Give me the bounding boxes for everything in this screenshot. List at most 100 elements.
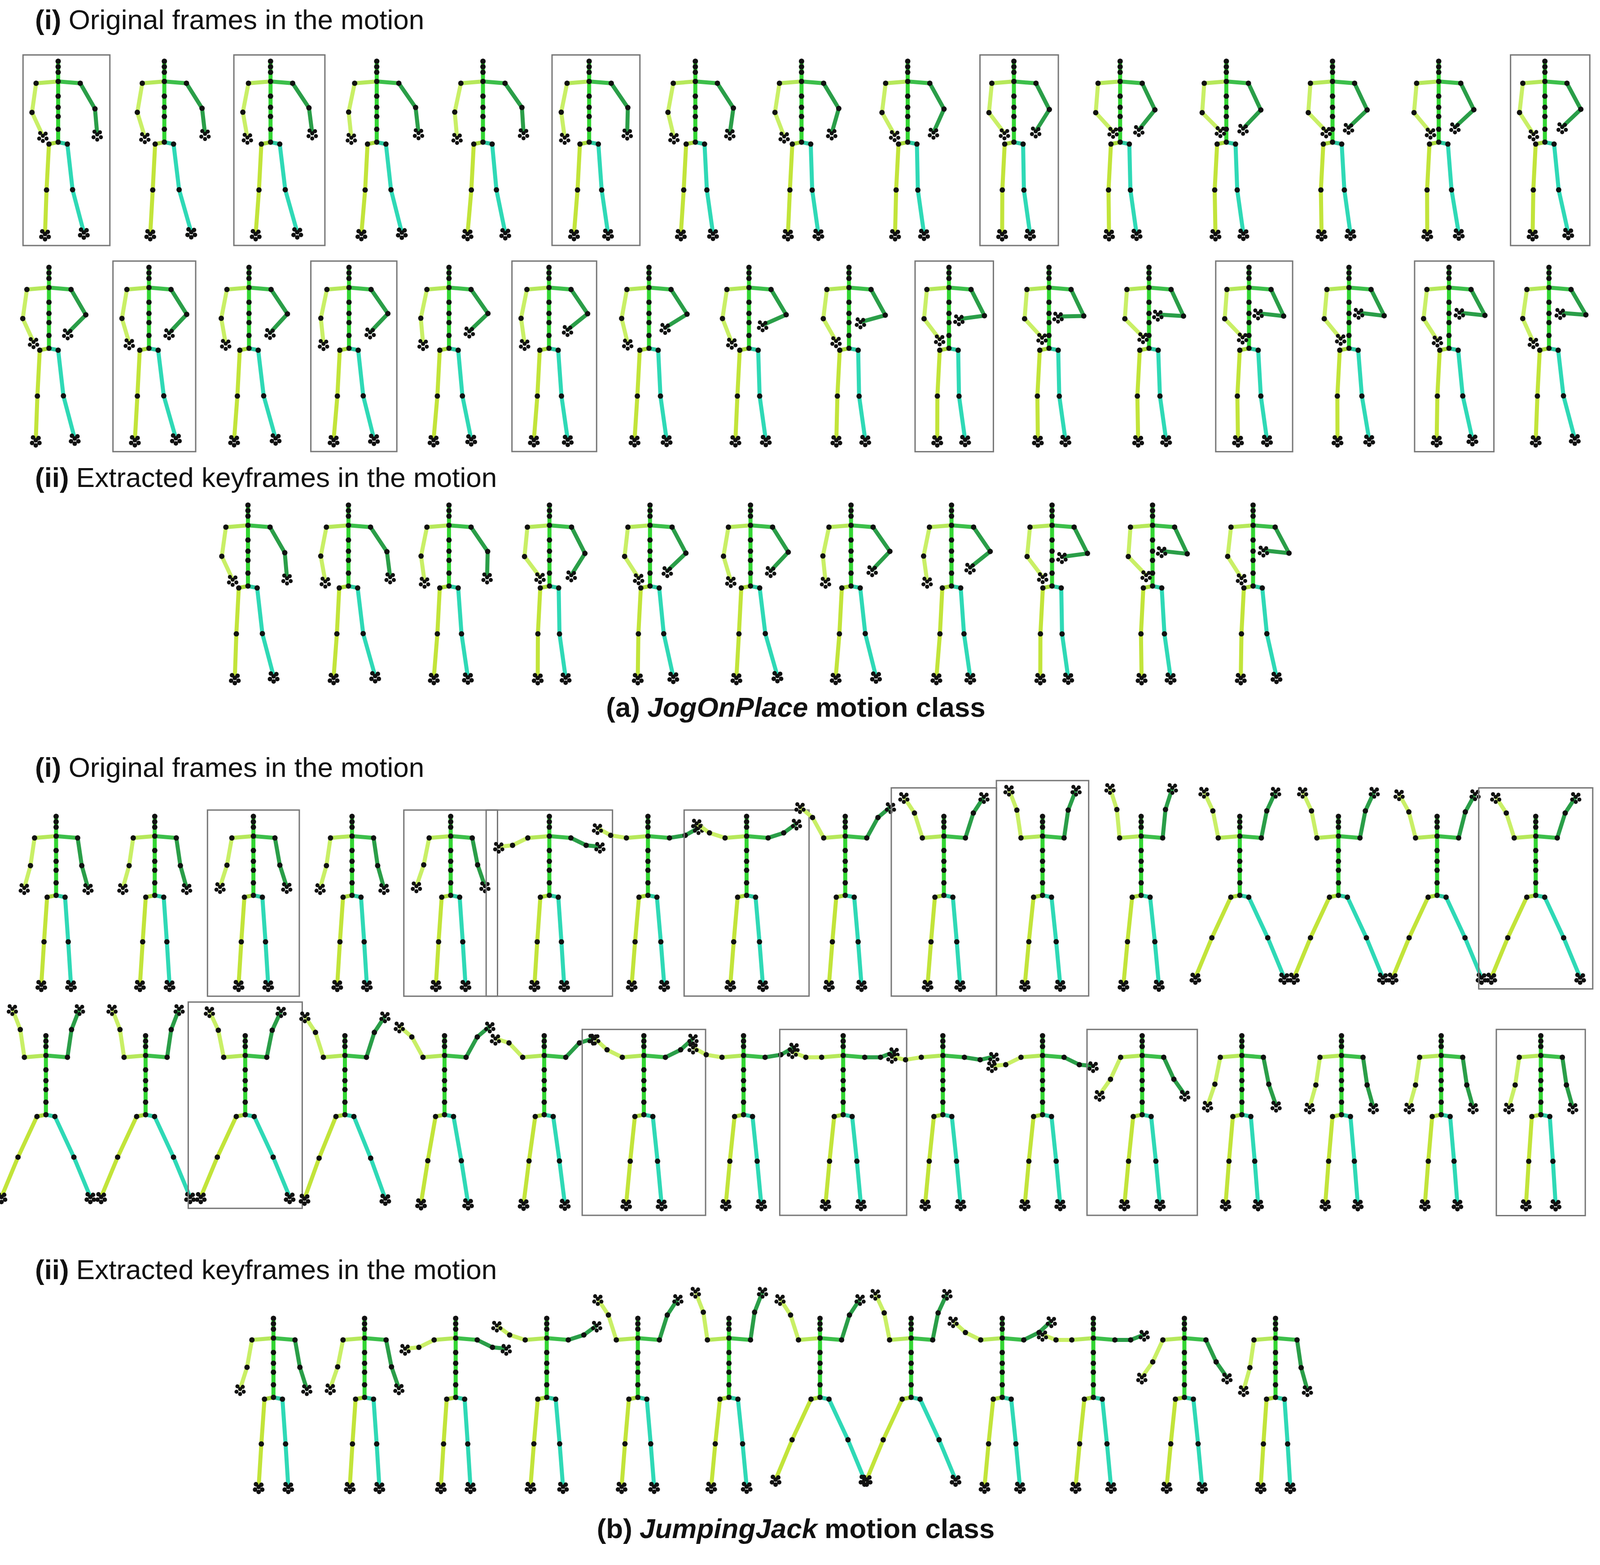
bone — [22, 289, 34, 342]
joint — [1450, 122, 1455, 127]
joint — [292, 227, 297, 232]
joint — [455, 347, 461, 353]
joint — [767, 440, 772, 445]
bone — [1416, 81, 1439, 84]
joint — [1032, 435, 1038, 440]
joint — [270, 433, 276, 439]
joint — [546, 502, 553, 508]
bone — [951, 525, 974, 528]
skeleton-figure — [518, 264, 591, 448]
joint — [1459, 308, 1465, 313]
joint — [1256, 316, 1261, 321]
joint — [1346, 275, 1352, 281]
joint — [896, 135, 901, 140]
joint — [582, 550, 588, 557]
joint — [34, 393, 40, 399]
joint — [725, 128, 730, 133]
joint — [561, 330, 566, 335]
joint — [493, 187, 500, 193]
joint — [459, 393, 465, 399]
joint — [787, 187, 793, 193]
joint — [1033, 134, 1038, 139]
skeleton-figure — [318, 502, 396, 686]
joint — [1234, 393, 1241, 399]
joint — [1055, 347, 1061, 353]
joint — [934, 393, 941, 399]
joint — [275, 676, 280, 682]
joint — [1117, 69, 1123, 75]
joint — [971, 568, 976, 573]
joint — [284, 581, 290, 586]
joint — [327, 582, 332, 587]
joint — [836, 673, 841, 678]
joint — [1157, 393, 1163, 399]
joint — [434, 393, 441, 399]
joint — [1043, 338, 1048, 343]
bone — [157, 350, 176, 439]
skeleton-figure — [820, 264, 888, 448]
joint — [848, 537, 854, 543]
joint — [1035, 442, 1041, 448]
joint — [68, 286, 74, 293]
bone — [929, 525, 952, 528]
joint — [720, 553, 727, 559]
joint — [1568, 228, 1574, 233]
joint — [361, 229, 367, 234]
joint — [268, 286, 274, 293]
joint — [561, 440, 567, 445]
joint — [46, 332, 52, 338]
joint — [646, 345, 652, 351]
joint — [499, 233, 505, 239]
joint — [905, 69, 911, 75]
joint — [1321, 315, 1328, 322]
joint — [1448, 187, 1455, 193]
joint — [1471, 106, 1477, 113]
joint — [924, 584, 930, 589]
joint — [776, 80, 783, 87]
joint — [323, 524, 329, 531]
joint — [1011, 78, 1017, 85]
joint — [836, 105, 842, 112]
joint — [629, 344, 634, 349]
joint — [431, 680, 437, 686]
joint — [384, 578, 389, 583]
joint — [129, 435, 135, 440]
joint — [939, 585, 946, 591]
joint — [1452, 233, 1458, 239]
joint — [546, 557, 553, 563]
joint — [1139, 80, 1145, 87]
joint — [287, 574, 292, 579]
joint — [758, 320, 763, 325]
joint — [1146, 275, 1152, 281]
joint — [246, 320, 252, 326]
joint — [1323, 234, 1328, 240]
joint — [870, 524, 876, 531]
joint — [1108, 141, 1114, 147]
joint — [1043, 572, 1048, 577]
joint — [1411, 109, 1417, 116]
joint — [1537, 440, 1542, 446]
joint — [1456, 127, 1461, 132]
joint — [546, 320, 552, 326]
joint — [355, 234, 360, 240]
joint — [435, 678, 440, 684]
joint — [402, 227, 408, 233]
joint — [185, 232, 190, 237]
joint — [1092, 109, 1099, 116]
joint — [360, 393, 366, 399]
joint — [624, 286, 630, 293]
joint — [123, 343, 128, 348]
joint — [186, 227, 191, 232]
joint — [1546, 332, 1552, 338]
joint — [1470, 442, 1475, 447]
joint — [148, 236, 153, 242]
joint — [1369, 435, 1375, 440]
joint — [778, 137, 783, 142]
joint — [1527, 135, 1532, 140]
joint — [965, 672, 970, 677]
bone — [249, 287, 272, 290]
joint — [692, 64, 698, 70]
joint — [517, 133, 522, 138]
joint — [1130, 234, 1136, 239]
joint — [466, 434, 471, 439]
